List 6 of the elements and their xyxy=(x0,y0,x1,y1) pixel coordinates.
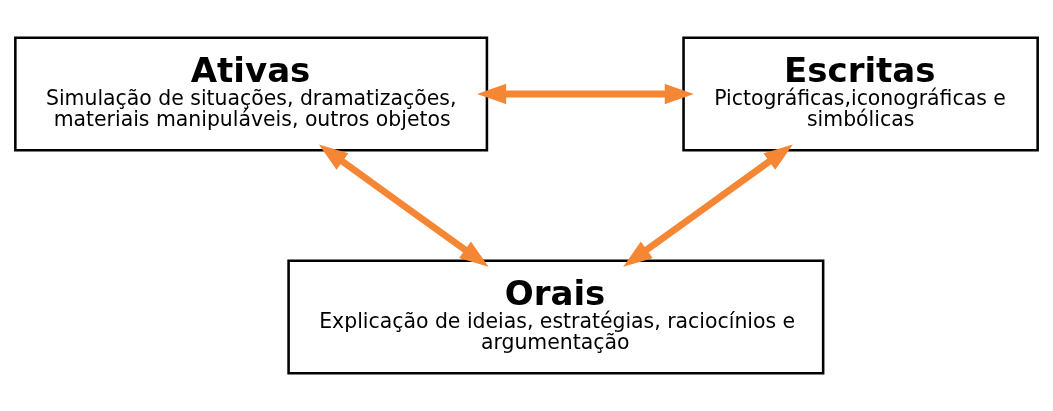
arrow xyxy=(318,144,489,267)
arrow xyxy=(623,144,793,267)
node-box: Ativas Simulação de situações, dramatizações, materiais manipuláveis, outros objetos xyxy=(14,36,489,152)
node-box: Escritas Pictográficas,iconográficas e simbólicas xyxy=(682,36,1039,152)
arrow xyxy=(477,83,694,105)
node-box: Orais Explicação de ideias, estratégias, raciocínios e argumentação xyxy=(287,259,825,375)
